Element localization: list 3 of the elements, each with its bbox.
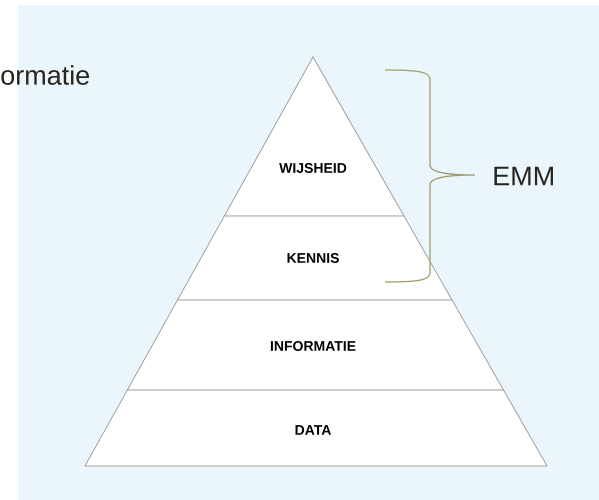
pyramid-level: INFORMATIE — [126, 300, 504, 390]
label-text: EMM — [494, 166, 553, 186]
label-text: ormatie — [1, 65, 90, 85]
